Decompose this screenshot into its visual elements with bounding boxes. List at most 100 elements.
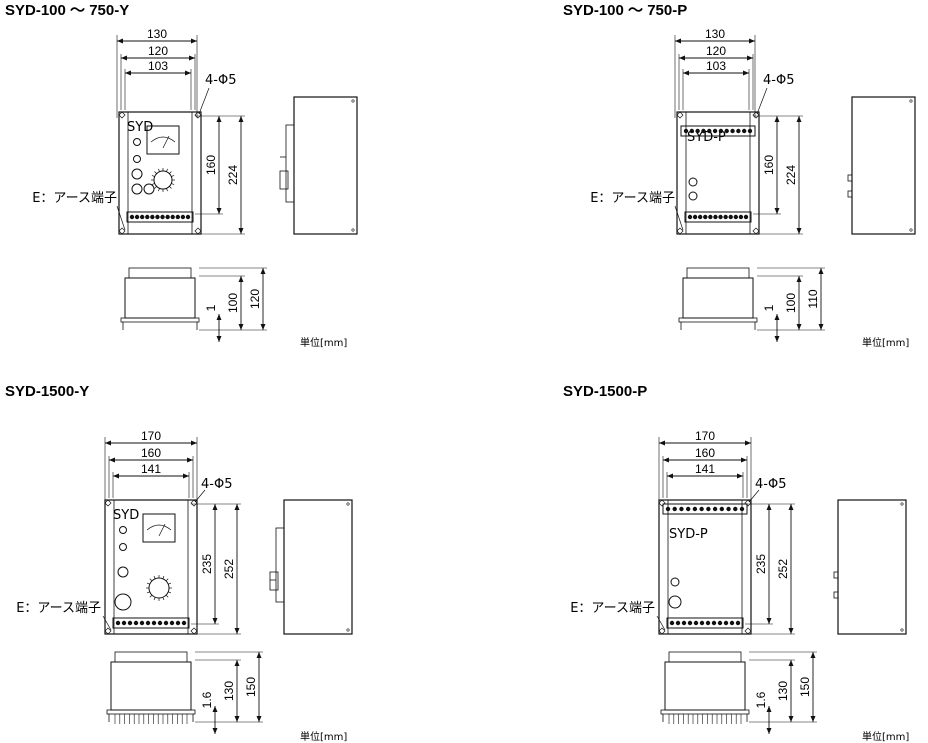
- side-terminal: [847, 190, 853, 198]
- bottom-dimension-label: 120: [248, 289, 262, 309]
- side-knob: [279, 170, 289, 190]
- unit-label: 単位[mm]: [300, 730, 347, 743]
- terminal-screw: [145, 620, 151, 626]
- meter-window: [142, 513, 176, 543]
- terminal-block: [684, 211, 752, 223]
- arrow-head: [105, 440, 111, 446]
- terminal-screw: [712, 128, 718, 134]
- leader-line: [194, 489, 206, 503]
- side-knob: [269, 571, 279, 591]
- unit-label: 単位[mm]: [862, 336, 909, 349]
- side-terminal: [833, 591, 839, 599]
- width-dimension-label: 103: [148, 59, 168, 73]
- terminal-screw: [675, 620, 681, 626]
- model-label: SYD: [113, 508, 139, 523]
- arrow-head: [743, 70, 749, 76]
- hole-spec-label: 4-Φ5: [201, 477, 232, 492]
- terminal-screw: [687, 214, 693, 220]
- terminal-screw: [689, 128, 695, 134]
- knob-tick: [162, 575, 165, 579]
- arrow-head: [189, 55, 195, 61]
- width-dimension-label: 170: [695, 429, 715, 443]
- knob-tick: [158, 188, 160, 192]
- terminal-screw: [175, 214, 181, 220]
- arrow-head: [766, 504, 772, 510]
- arrow-head: [788, 504, 794, 510]
- terminal-screw: [681, 620, 687, 626]
- leader-line: [748, 489, 760, 503]
- arrow-head: [679, 55, 685, 61]
- side-knob-housing: [285, 124, 295, 203]
- arrow-head: [766, 706, 772, 712]
- bottom-dimension-label: 100: [226, 293, 240, 313]
- arrow-head: [216, 116, 222, 122]
- arrow-head: [234, 716, 240, 722]
- bottom-dimension-label: 130: [222, 681, 236, 701]
- terminal-screw: [713, 214, 718, 220]
- pilot-lamp: [670, 577, 680, 587]
- arrow-head: [256, 716, 262, 722]
- terminal-screw: [115, 620, 121, 626]
- earth-terminal-label: E：アース端子: [570, 601, 655, 616]
- side-knob-housing: [275, 527, 285, 603]
- bottom-dimension-label: 150: [798, 677, 812, 697]
- mount-hole: [744, 627, 752, 635]
- terminal-screw: [139, 620, 145, 626]
- knob-tick: [166, 168, 168, 172]
- knob-tick: [168, 591, 172, 594]
- mount-hole: [752, 227, 760, 235]
- width-dimension-label: 103: [706, 59, 726, 73]
- bottom-dimension-label: 130: [776, 681, 790, 701]
- height-dimension-label: 252: [776, 559, 790, 579]
- arrow-head: [238, 228, 244, 234]
- arrow-head: [238, 116, 244, 122]
- knob-tick: [169, 171, 172, 174]
- terminal-screw: [163, 620, 169, 626]
- bottom-terminal-top: [668, 651, 742, 663]
- width-dimension-label: 170: [141, 429, 161, 443]
- bottom-dimension-label: 1.6: [200, 691, 214, 708]
- switch: [131, 168, 143, 180]
- switch: [117, 566, 129, 578]
- pilot-lamp: [133, 138, 141, 146]
- terminal-screw: [151, 620, 157, 626]
- arrow-head: [667, 473, 673, 479]
- meter-needle: [162, 135, 170, 149]
- mount-hole: [104, 627, 112, 635]
- arrow-head: [788, 716, 794, 722]
- knob-tick: [149, 594, 153, 598]
- terminal-screw: [708, 214, 713, 220]
- terminal-screw: [150, 214, 155, 220]
- mount-hole: [676, 227, 684, 235]
- height-dimension-label: 235: [754, 554, 768, 574]
- terminal-screw: [672, 506, 677, 512]
- arrow-head: [747, 55, 753, 61]
- terminal-screw: [121, 620, 127, 626]
- bottom-base-plate: [660, 709, 750, 715]
- terminal-screw: [692, 214, 698, 220]
- side-screw: [909, 228, 913, 232]
- earth-terminal-label: E：アース端子: [32, 191, 117, 206]
- arrow-head: [256, 652, 262, 658]
- reset-button: [668, 595, 682, 609]
- arrow-head: [183, 473, 189, 479]
- side-view: [283, 499, 353, 635]
- arrow-head: [216, 208, 222, 214]
- terminal-screw: [693, 620, 699, 626]
- bottom-dimension-label: 100: [784, 293, 798, 313]
- bottom-terminal-top: [686, 267, 750, 279]
- height-dimension-label: 224: [784, 165, 798, 185]
- bottom-body: [110, 661, 192, 711]
- bottom-terminal-top: [114, 651, 188, 663]
- fuse-holder: [119, 543, 127, 551]
- terminal-screw: [134, 214, 140, 220]
- button: [143, 183, 155, 195]
- width-dimension-label: 141: [695, 462, 715, 476]
- bottom-dimension-label: 110: [806, 289, 820, 308]
- knob-tick: [168, 582, 172, 585]
- drawing-title: SYD-100 ～ 750-P: [563, 2, 687, 19]
- mount-hole: [752, 111, 760, 119]
- terminal-screw: [723, 620, 729, 626]
- terminal-screw: [707, 128, 712, 134]
